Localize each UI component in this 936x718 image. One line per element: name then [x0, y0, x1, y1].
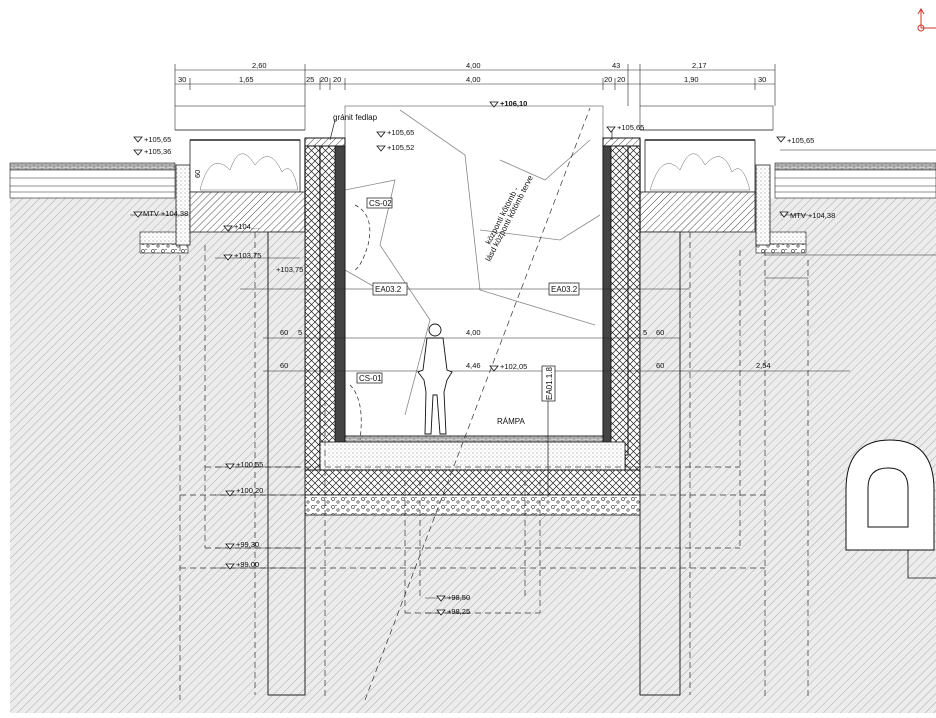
axis-marker-icon — [917, 8, 936, 32]
ramp-slab — [304, 435, 641, 516]
label-rampa: RÁMPA — [497, 417, 526, 426]
level-98-25: +98,25 — [447, 607, 470, 616]
dim-row2-2: 25 — [306, 75, 314, 84]
central-stone-block — [344, 105, 604, 437]
label-ea032-right: EA03.2 — [551, 285, 578, 294]
level-inner-top: +105,65 — [387, 128, 414, 137]
label-dim-60-vertical: 60 — [193, 170, 202, 178]
dimension-text: 2,60 4,00 43 2,17 30 1,65 25 20 20 4,00 … — [178, 61, 766, 84]
wall-right — [602, 137, 641, 496]
dim-row2-1: 1,65 — [239, 75, 254, 84]
dashed-lines — [179, 107, 809, 701]
label-width-inner2: 4,46 — [466, 361, 481, 370]
terrain-left — [9, 162, 191, 254]
dim-row2-3: 20 — [320, 75, 328, 84]
label-left-60b: 60 — [280, 361, 288, 370]
planter-right — [631, 139, 756, 233]
tunnel-section-icon — [845, 439, 936, 579]
level-99-30: +99,30 — [236, 540, 259, 549]
level-left-104: +104,... — [234, 222, 259, 231]
label-ea032-left: EA03.2 — [375, 285, 402, 294]
level-text: +106,10 +105,65 +105,36 +105,65 +105,52 … — [143, 99, 835, 616]
dim-row2-9: 30 — [758, 75, 766, 84]
label-cs02: CS-02 — [369, 199, 392, 208]
level-markers — [133, 101, 789, 616]
level-100-20: +100,20 — [236, 486, 263, 495]
label-left-5: 5 — [298, 328, 302, 337]
dim-row1-0: 2,60 — [252, 61, 267, 70]
dim-row2-7: 20 — [617, 75, 625, 84]
level-right-terrain: +105,65 — [787, 136, 814, 145]
dim-row1-2: 43 — [612, 61, 620, 70]
level-inner-top-lower: +105,52 — [387, 143, 414, 152]
label-granite: gránit fedlap — [333, 113, 378, 122]
level-right-inner-top: +105,65 — [617, 123, 644, 132]
level-98-50: +98,50 — [447, 593, 470, 602]
level-100-55: +100,55 — [236, 460, 263, 469]
callouts — [329, 119, 613, 497]
label-right-254: 2,54 — [756, 361, 771, 370]
dim-row1-1: 4,00 — [466, 61, 481, 70]
level-99-00: +99,00 — [236, 560, 259, 569]
piles — [267, 231, 681, 696]
dimension-chain — [174, 64, 776, 106]
dim-row2-4: 20 — [333, 75, 341, 84]
planter-left — [189, 139, 316, 233]
label-right-5: 5 — [643, 328, 647, 337]
dim-row2-5: 4,00 — [466, 75, 481, 84]
dim-row1-3: 2,17 — [692, 61, 707, 70]
label-right-60b: 60 — [656, 361, 664, 370]
dim-row2-8: 1,90 — [684, 75, 699, 84]
dim-row2-6: 20 — [604, 75, 612, 84]
level-left-terrain-lower: +105,36 — [144, 147, 171, 156]
level-left-103-75b: +103,75 — [276, 265, 303, 274]
level-mtv-left: MTV +104,38 — [143, 209, 188, 218]
label-ea011: EA01.1.8 — [545, 367, 554, 400]
wall-left — [304, 137, 346, 496]
level-mtv-right: MTV +104,38 — [790, 211, 835, 220]
dim-row2-0: 30 — [178, 75, 186, 84]
level-ramp: +102,05 — [500, 362, 527, 371]
label-right-60a: 60 — [656, 328, 664, 337]
level-left-terrain: +105,65 — [144, 135, 171, 144]
label-left-60a: 60 — [280, 328, 288, 337]
level-left-103-75: +103,75 — [234, 251, 261, 260]
terrain-right — [755, 162, 936, 254]
grid-lines — [130, 149, 936, 614]
level-top-center: +106,10 — [500, 99, 527, 108]
railings — [174, 105, 774, 141]
label-width-inner1: 4,00 — [466, 328, 481, 337]
label-boxes — [356, 197, 580, 402]
label-cs01: CS-01 — [359, 374, 382, 383]
human-figure-icon — [417, 323, 453, 435]
